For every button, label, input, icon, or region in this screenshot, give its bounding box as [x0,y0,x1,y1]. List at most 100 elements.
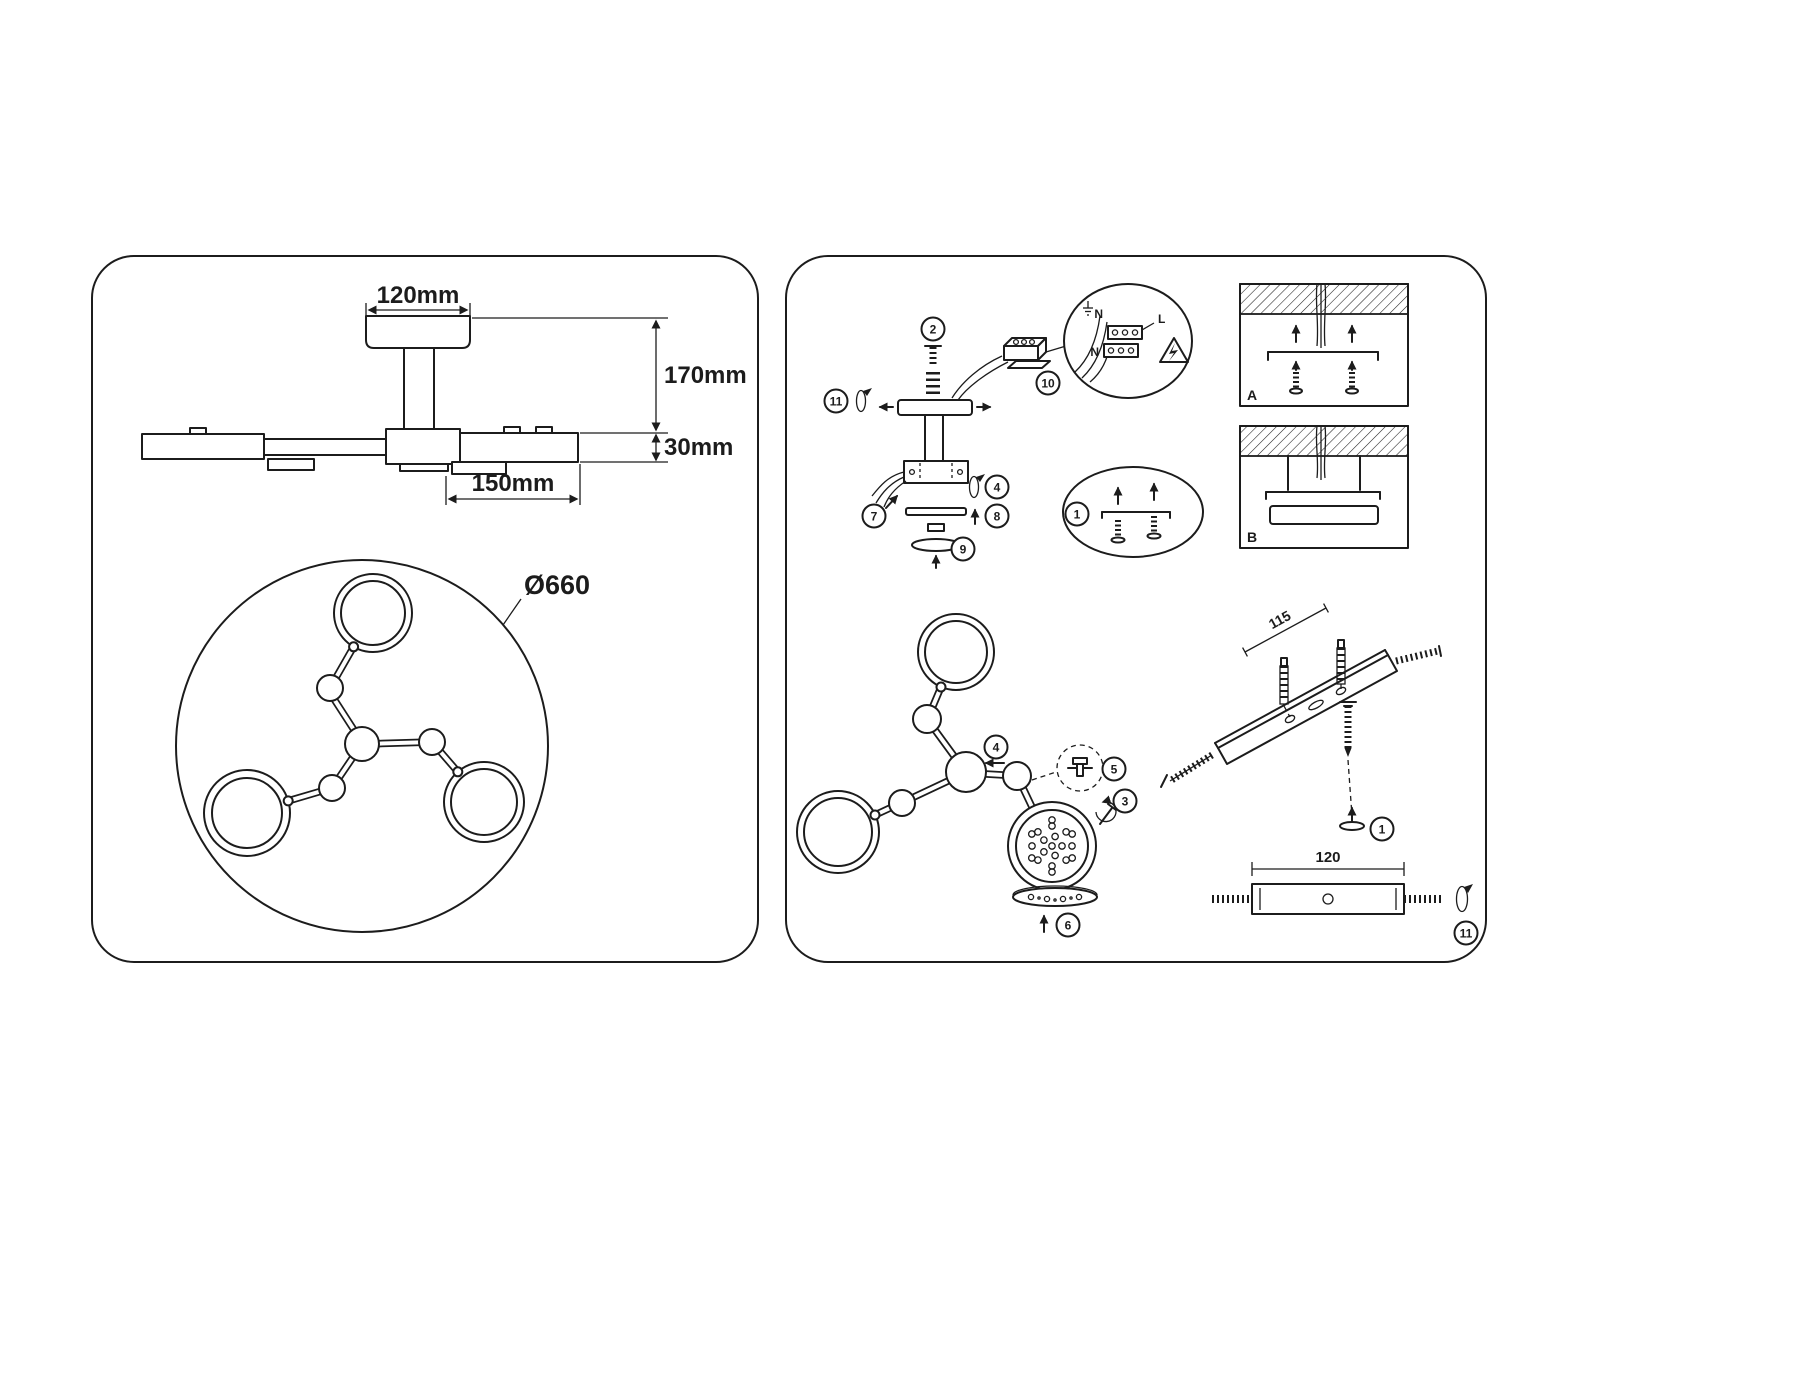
ring-right [443,761,525,843]
step-badge-11: 11 [823,388,849,414]
step-badge-11: 11 [1453,920,1479,946]
dim-arm-length-label: 150mm [472,470,555,497]
joint-ball [1002,761,1032,791]
svg-text:11: 11 [1460,927,1473,941]
step-badge-5: 5 [1101,756,1127,782]
step-badge-4: 4 [983,734,1009,760]
hub-dish [399,463,449,472]
threaded-stud-right [1395,645,1442,665]
supply-wires [951,355,1009,401]
anchor-plug [1146,516,1162,540]
joint-ball [318,774,346,802]
bracket-perspective: 115 1 [1160,603,1442,842]
assembled-lamp-diagram: 4 5 3 [796,613,1138,938]
mount-bracket [1267,351,1379,361]
mount-bracket [1265,491,1381,500]
step-badge-10: 10 [1035,370,1061,396]
warning-triangle-icon [1159,337,1189,363]
small-block [927,523,945,532]
step-badge-1: 1 [1064,501,1090,527]
dim-canopy-width: 120mm [365,282,471,318]
dim-diameter-label: Ø660 [524,570,590,600]
stem-exploded [924,414,944,463]
step-badge-7: 7 [861,503,887,529]
mount-option-a: A [1239,283,1409,407]
step-badge-8: 8 [984,503,1010,529]
wire-direction-arrow [885,494,899,509]
bracket-hole [1335,686,1347,696]
step-badge-2: 2 [920,316,946,342]
mounting-screw-left [1160,752,1214,788]
svg-text:1: 1 [1379,823,1386,837]
rotate-icon [968,474,985,499]
svg-text:5: 5 [1111,763,1118,777]
ground-icon [1083,301,1093,316]
svg-text:9: 9 [960,543,967,557]
ring-top [333,573,413,653]
dim-canopy-width-label: 120mm [377,282,460,309]
canopy-plate [897,399,973,416]
ceiling-hatch [1239,283,1409,315]
dim-bracket-front: 120 [1251,849,1405,876]
dim-arm-length: 150mm [445,464,581,505]
top-view-diagram: Ø660 [175,559,590,933]
right-panel: 2 11 [785,255,1487,963]
hub-box [903,460,969,484]
canopy [365,315,471,349]
joint-ball [418,728,446,756]
svg-text:3: 3 [1122,795,1129,809]
svg-text:11: 11 [830,395,843,409]
bracket-bar [1217,654,1398,765]
step-badge-9: 9 [950,536,976,562]
ring-edge-right [451,461,507,475]
diameter-leader [502,598,522,626]
step-badge-6: 6 [1055,912,1081,938]
left-panel: 120mm [91,255,759,963]
stem [403,347,435,433]
option-b-label: B [1247,529,1257,545]
joint-ball [888,789,916,817]
dim-thickness-label: 30mm [664,434,733,461]
svg-text:10: 10 [1041,377,1055,391]
anchor-plug [1345,360,1359,395]
dim-120-label: 120 [1315,849,1340,866]
center-hub-top [344,726,380,762]
bracket-detail-oval: 1 [1062,466,1204,558]
wire-label-n-top: N [1094,307,1103,321]
hub-wires [871,471,907,508]
ring-top [917,613,995,693]
bracket-hole [1284,714,1296,724]
ceiling-hatch [1239,425,1409,457]
svg-text:2: 2 [930,323,937,337]
svg-text:4: 4 [993,741,1000,755]
mount-option-b: B [1239,425,1409,549]
washer-icon [1339,821,1365,831]
wire-label-n-bottom: N [1090,345,1099,359]
joint-ball [912,704,942,734]
zoom-leader [1045,345,1067,353]
ceiling-wires [1315,425,1327,480]
diffuser-dish [1012,885,1098,907]
bracket-front: 120 11 [1212,849,1479,946]
dim-height-label: 170mm [664,362,747,389]
wiring-zoom-detail: N L N [1063,283,1193,399]
svg-text:4: 4 [994,481,1001,495]
svg-text:8: 8 [994,510,1001,524]
wire-label-l: L [1158,312,1165,326]
svg-text:7: 7 [871,510,878,524]
detail-leader [1031,771,1057,781]
ring-left [796,790,881,874]
ceiling-wires [1315,283,1327,348]
step-badge-3: 3 [1112,788,1138,814]
center-hole [1322,893,1334,905]
mount-bracket [1101,511,1171,519]
side-view-diagram: 120mm [141,282,747,505]
turn-screw-icon [1095,795,1117,825]
anchor-plug [1110,520,1126,544]
anchor-plug [1289,360,1303,395]
ring-left [203,769,294,857]
canopy-plate [1269,505,1379,525]
ring-edge-left [267,458,315,471]
